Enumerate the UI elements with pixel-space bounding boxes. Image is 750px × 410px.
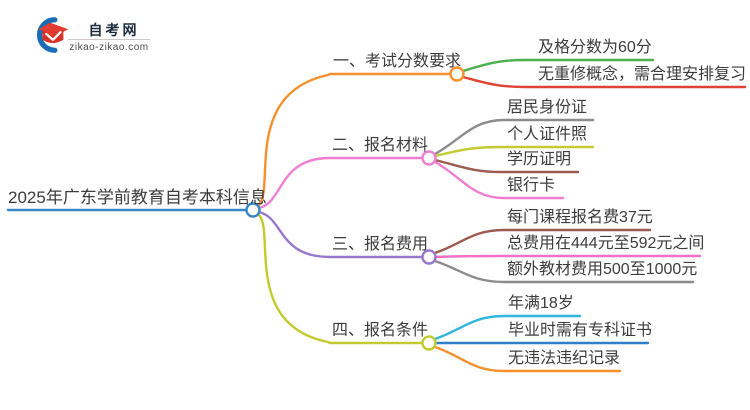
site-name: 自考网 xyxy=(88,22,140,38)
branch-4-connector xyxy=(257,213,424,345)
branch-4-child-1-label[interactable]: 年满18岁 xyxy=(508,295,574,312)
branch-2-child-4-label[interactable]: 银行卡 xyxy=(507,177,556,194)
branch-3-child-3-label[interactable]: 额外教材费用500至1000元 xyxy=(507,261,698,278)
branch-4-label[interactable]: 四、报名条件 xyxy=(332,322,429,339)
branch-1-connector xyxy=(257,72,452,207)
root-node-label[interactable]: 2025年广东学前教育自考本科信息 xyxy=(8,188,267,207)
branch-2-node-circle[interactable] xyxy=(421,150,437,166)
branch-1-child-1-label[interactable]: 及格分数为60分 xyxy=(538,39,652,56)
logo-divider xyxy=(68,39,150,40)
branch-2-child-1-label[interactable]: 居民身份证 xyxy=(507,99,588,116)
branch-2-label[interactable]: 二、报名材料 xyxy=(332,137,429,154)
branch-4-child-2-label[interactable]: 毕业时需有专科证书 xyxy=(508,322,653,339)
site-url: zikao-zikao.com xyxy=(69,42,149,53)
branch-1-child-2-connector xyxy=(461,75,747,89)
site-logo[interactable]: 自考网 zikao-zikao.com xyxy=(30,13,160,57)
branch-3-child-1-connector xyxy=(433,228,652,255)
branch-3-child-1-label[interactable]: 每门课程报名费37元 xyxy=(507,209,653,226)
branch-3-connector xyxy=(257,210,424,259)
branch-2-child-2-connector xyxy=(433,145,595,158)
branch-3-child-2-label[interactable]: 总费用在444元至592元之间 xyxy=(507,235,705,252)
branch-4-child-1-connector xyxy=(433,314,582,341)
branch-1-label[interactable]: 一、考试分数要求 xyxy=(333,53,462,70)
branch-1-child-1-connector xyxy=(461,58,655,73)
branch-1-node-circle[interactable] xyxy=(449,66,465,82)
branch-3-child-2-connector xyxy=(434,254,702,259)
branch-4-child-3-label[interactable]: 无违法违纪记录 xyxy=(508,350,621,367)
branch-3-label[interactable]: 三、报名费用 xyxy=(332,236,429,253)
branch-2-child-4-connector xyxy=(433,160,565,200)
branch-2-child-3-connector xyxy=(433,158,580,174)
branch-4-node-circle[interactable] xyxy=(421,335,437,351)
branch-2-child-2-label[interactable]: 个人证件照 xyxy=(507,126,588,143)
branch-3-node-circle[interactable] xyxy=(421,249,437,265)
root-node-circle[interactable] xyxy=(245,202,261,218)
branch-1-child-2-label[interactable]: 无重修概念，需合理安排复习 xyxy=(538,66,747,83)
branch-4-child-3-connector xyxy=(433,345,622,373)
graduation-cap-icon xyxy=(37,17,69,53)
branch-3-child-3-connector xyxy=(433,259,695,284)
branch-2-child-1-connector xyxy=(433,118,595,156)
branch-2-connector xyxy=(257,156,424,210)
branch-2-child-3-label[interactable]: 学历证明 xyxy=(507,151,572,168)
